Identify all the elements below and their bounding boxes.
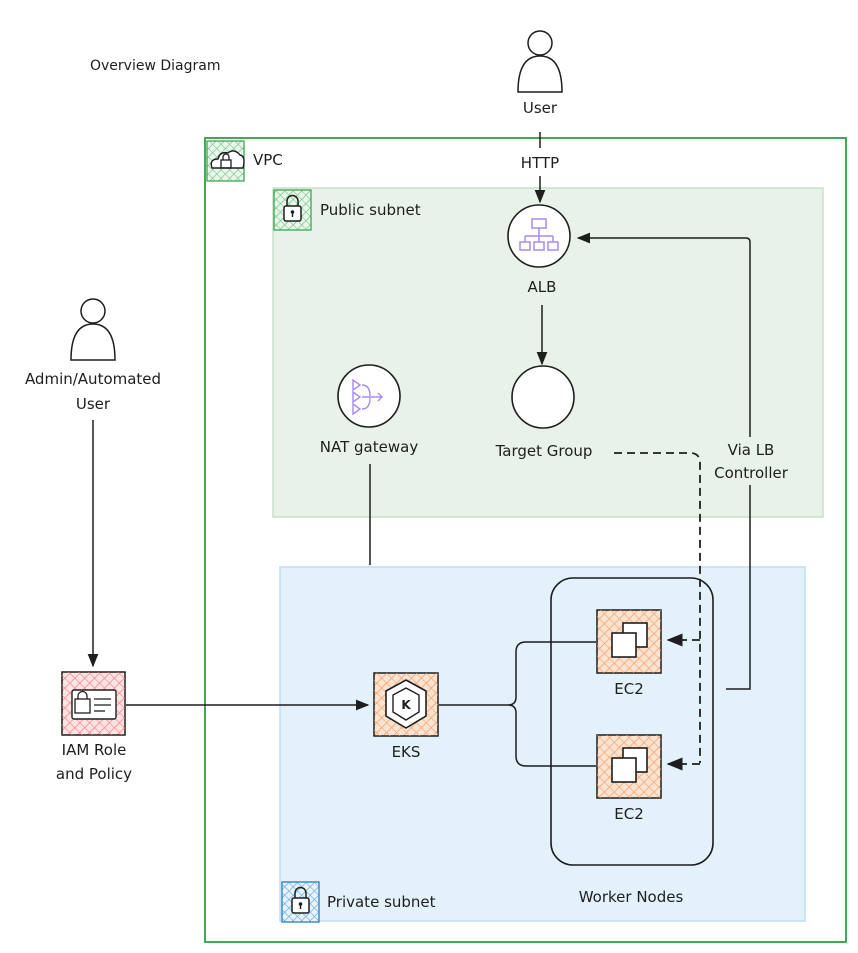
via-lb-label-line2: Controller	[714, 464, 789, 482]
via-lb-label-bg	[706, 437, 798, 485]
kubernetes-icon: K	[373, 672, 439, 737]
eks-label: EKS	[392, 743, 421, 761]
load-balancer-icon	[507, 204, 571, 268]
worker-nodes-label: Worker Nodes	[579, 888, 684, 906]
alb-label: ALB	[528, 278, 557, 296]
target-group-node	[511, 365, 575, 429]
public-subnet-label: Public subnet	[320, 201, 421, 219]
private-subnet-label: Private subnet	[327, 893, 436, 911]
ec2-top-label: EC2	[614, 680, 644, 698]
iam-label-line2: and Policy	[56, 765, 132, 783]
vpc-label: VPC	[253, 151, 283, 169]
via-lb-label-line1: Via LB	[728, 441, 775, 459]
lb-controller-route	[576, 232, 751, 690]
nat-gateway-label: NAT gateway	[320, 438, 419, 456]
cloud-lock-icon	[206, 140, 245, 182]
admin-label-line2: User	[76, 395, 111, 413]
ec2-bottom-label: EC2	[614, 805, 644, 823]
ec2-instance-icon-top	[596, 609, 662, 674]
iam-label-line1: IAM Role	[62, 741, 127, 759]
id-badge-icon	[61, 671, 126, 736]
eks-to-ec2-connector	[439, 641, 596, 767]
private-subnet-container	[279, 566, 806, 922]
public-subnet-padlock-icon	[273, 189, 312, 231]
user-label: User	[523, 99, 558, 117]
private-subnet-padlock-icon	[281, 881, 320, 923]
target-group-to-ec2-dashed	[614, 452, 701, 763]
nat-gateway-icon	[337, 364, 401, 428]
target-group-label: Target Group	[495, 442, 593, 460]
vpc-container	[204, 137, 847, 943]
ec2-instance-icon-bottom	[596, 734, 662, 799]
user-person-icon	[517, 30, 563, 93]
svg-text:K: K	[401, 698, 411, 712]
worker-nodes-group	[550, 577, 714, 866]
admin-person-icon	[70, 298, 116, 361]
admin-label-line1: Admin/Automated	[25, 370, 161, 388]
http-label: HTTP	[521, 154, 559, 172]
diagram-title: Overview Diagram	[90, 58, 220, 74]
